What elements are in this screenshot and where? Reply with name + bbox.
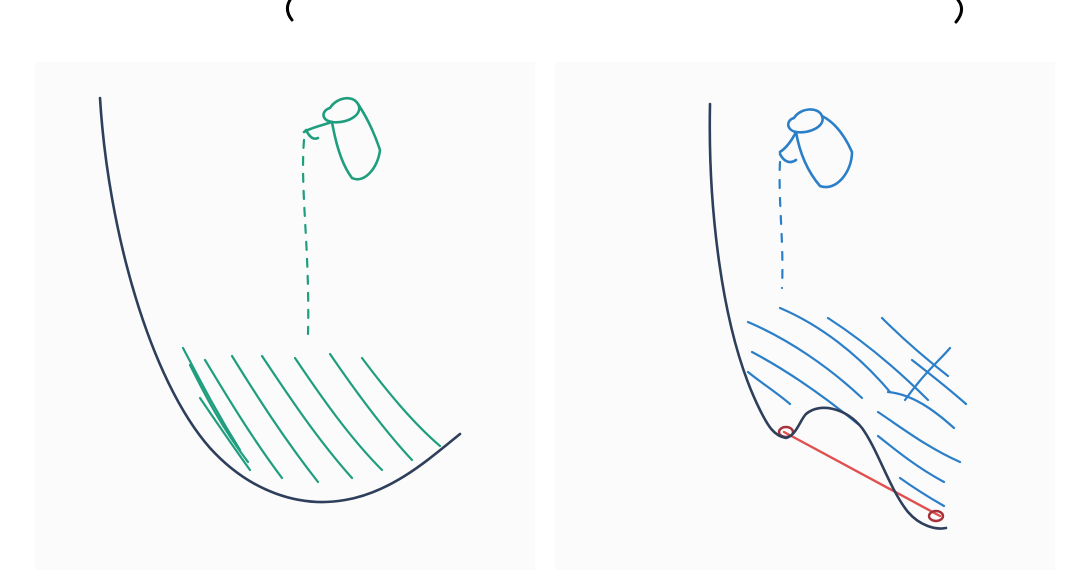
top-bracket-fragments (287, 0, 961, 22)
left-panel-background (35, 62, 535, 570)
right-panel-background (555, 62, 1055, 570)
